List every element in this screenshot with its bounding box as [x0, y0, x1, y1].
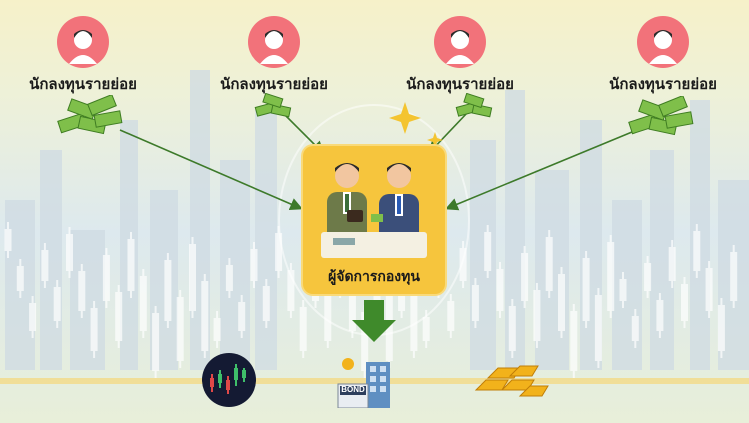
background-candle-body	[422, 317, 430, 341]
person-icon	[57, 16, 109, 68]
arrow-investor-2	[281, 111, 325, 155]
background-candle-body	[213, 318, 221, 341]
building-icon	[337, 358, 390, 409]
investor-label: นักลงทุนรายย่อย	[29, 76, 137, 93]
background-candle-body	[570, 311, 578, 371]
background-candle-body	[607, 242, 615, 311]
background-candle-body	[41, 250, 49, 281]
background-candle-body	[102, 255, 110, 301]
background-candle-body	[53, 287, 61, 321]
background-candle-body	[139, 276, 147, 331]
background-candle-body	[545, 237, 553, 291]
background-candle-body	[127, 239, 135, 291]
fund-manager-box: ผู้จัดการกองทุน	[303, 146, 445, 294]
investor-3: นักลงทุนรายย่อย	[385, 16, 535, 96]
background-candle-body	[717, 305, 725, 351]
background-candle-body	[631, 316, 639, 341]
fund-manager-label: ผู้จัดการกองทุน	[328, 268, 420, 284]
background-candle-body	[730, 252, 738, 301]
background-candle-body	[484, 232, 492, 271]
background-candle-body	[693, 231, 701, 271]
background-candle-body	[189, 244, 196, 311]
background-candle-body	[668, 247, 676, 281]
money-pile-icon	[254, 93, 292, 118]
person-icon	[637, 16, 689, 68]
background-candle-body	[582, 258, 590, 321]
arrow-investor-3	[427, 111, 469, 155]
gold-bars-icon	[474, 365, 549, 397]
background-candle-body	[299, 307, 307, 351]
investor-label: นักลงทุนรายย่อย	[609, 76, 717, 93]
background-candle-body	[201, 281, 209, 351]
down-arrow-icon	[352, 300, 396, 342]
arrow-investor-1	[119, 129, 303, 211]
background-candle-body	[471, 285, 479, 321]
background-candle-body	[644, 263, 652, 291]
background-candle-body	[619, 279, 627, 301]
money-pile-icon	[57, 95, 123, 135]
background-candle-body	[176, 297, 184, 361]
stock-chart-icon	[202, 353, 256, 407]
background-candle-body	[66, 234, 73, 271]
investor-4: นักลงทุนรายย่อย	[588, 16, 738, 96]
background-candle-body	[681, 284, 688, 321]
background-candle-body	[521, 253, 529, 301]
background-candle-body	[115, 292, 123, 341]
background-candle-body	[152, 313, 160, 371]
arrow-investor-4	[445, 131, 633, 211]
investor-label: นักลงทุนรายย่อย	[220, 76, 328, 93]
money-pile-icon	[628, 96, 694, 136]
background-candle-body	[533, 290, 541, 341]
background-candle-body	[496, 269, 504, 311]
background-candle-body	[16, 266, 24, 291]
fund-managers-illustration	[321, 163, 427, 258]
background-candle-body	[594, 295, 602, 361]
background-candle-body	[164, 260, 172, 321]
background-candle-body	[4, 229, 12, 251]
background-candle-body	[90, 308, 98, 351]
money-pile-icon	[455, 93, 493, 118]
bond-label: BOND	[341, 385, 365, 394]
bond-building-icon: BOND	[336, 356, 398, 409]
background-candle-body	[238, 302, 246, 331]
background-candle-body	[508, 306, 516, 351]
background-candle-body	[558, 274, 565, 331]
background-candle-body	[656, 300, 664, 331]
background-candle-body	[287, 270, 295, 311]
background-candle-body	[275, 233, 283, 271]
background-candle-body	[29, 303, 37, 331]
background-candle-body	[262, 286, 270, 321]
background-candle-body	[78, 271, 86, 311]
investor-1: นักลงทุนรายย่อย	[8, 16, 158, 96]
background-candle-body	[225, 265, 233, 291]
investor-2: นักลงทุนรายย่อย	[199, 16, 349, 96]
person-icon	[248, 16, 300, 68]
background-candle-body	[705, 268, 713, 311]
background-candle-body	[447, 301, 455, 331]
person-icon	[434, 16, 486, 68]
background-candle-body	[250, 249, 258, 281]
sparkle-icon	[389, 102, 443, 148]
investor-label: นักลงทุนรายย่อย	[406, 76, 514, 93]
